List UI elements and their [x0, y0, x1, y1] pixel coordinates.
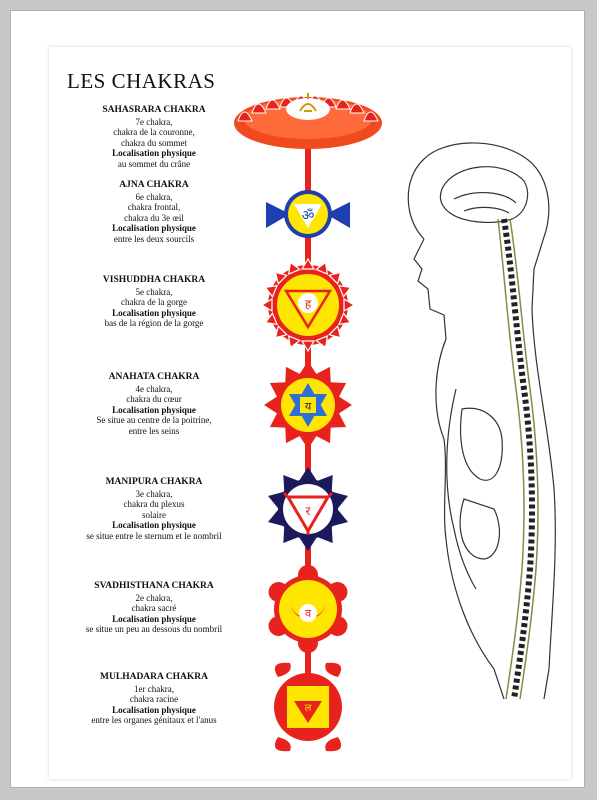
chakra-info-line: 7e chakra, [135, 116, 173, 127]
chakra-description-mulhadara: MULHADARA CHAKRA 1er chakra, chakra raci… [49, 672, 259, 726]
chakra-info-line: chakra de la gorge [120, 297, 188, 307]
location-text: entre les organes génitaux et l'anus [91, 715, 217, 725]
chakra-info-line: chakra du cœur [126, 394, 182, 404]
location-label: Localisation physique [112, 520, 196, 530]
chakra-info-line: chakra frontal, [127, 202, 181, 212]
chakra-name: SVADHISTHANA CHAKRA [94, 581, 214, 591]
triangle-lotus-icon: र [268, 467, 348, 551]
chakra-info-line: chakra sacré [131, 603, 177, 613]
chakra-info-line: chakra de la couronne, [113, 127, 195, 137]
svg-text:ल: ल [305, 703, 312, 714]
location-label: Localisation physique [112, 307, 196, 318]
brain-outline [439, 166, 529, 223]
image-frame: LES CHAKRAS SAHASRARA CHAKRA 7e chakra, … [10, 10, 585, 788]
hexagram-lotus-icon: य [264, 361, 352, 449]
chakra-info-line: 5e chakra, [135, 286, 173, 297]
chakra-info-line: 2e chakra, [135, 592, 173, 603]
page-title: LES CHAKRAS [67, 69, 216, 93]
arm-outline [446, 388, 477, 590]
face-profile [413, 238, 447, 340]
svg-text:ह: ह [305, 297, 312, 311]
human-body-profile-diagram [407, 142, 556, 700]
chakra-description-sahasrara: SAHASRARA CHAKRA 7e chakra, chakra de la… [49, 105, 259, 169]
chakra-poster: LES CHAKRAS SAHASRARA CHAKRA 7e chakra, … [49, 47, 571, 779]
chakra-name: ANAHATA CHAKRA [108, 372, 200, 382]
svg-text:व: व [305, 607, 312, 620]
location-text: se situe entre le sternum et le nombril [86, 530, 222, 541]
chakra-description-anahata: ANAHATA CHAKRA 4e chakra, chakra du cœur… [49, 372, 259, 436]
chakra-info-line: 4e chakra, [135, 383, 173, 394]
back-outline [531, 308, 556, 700]
head-outline [407, 142, 550, 310]
spinal-column [497, 218, 539, 700]
location-label: Localisation physique [112, 613, 196, 624]
chakra-description-vishuddha: VISHUDDHA CHAKRA 5e chakra, chakra de la… [49, 275, 259, 329]
organ-outline [460, 407, 503, 481]
chakra-name: MANIPURA CHAKRA [105, 477, 203, 487]
chakra-info-line: 1er chakra, [134, 683, 174, 694]
chakra-name: AJNA CHAKRA [119, 180, 189, 190]
chakra-name: SAHASRARA CHAKRA [102, 105, 206, 115]
chakra-info-line: solaire [142, 509, 166, 520]
chakra-info-line: chakra du plexus [123, 499, 185, 509]
chakra-column-diagram: ॐ ह [234, 93, 382, 752]
chakra-description-manipura: MANIPURA CHAKRA 3e chakra, chakra du ple… [49, 477, 259, 541]
chakra-info-line: 6e chakra, [135, 191, 173, 202]
location-label: Localisation physique [112, 404, 196, 415]
location-text: entre les seins [128, 425, 180, 436]
front-torso-outline [435, 338, 505, 700]
location-text: entre les deux sourcils [113, 233, 195, 244]
location-text: au sommet du crâne [117, 158, 191, 169]
location-text: se situe un peu au dessous du nombril [85, 624, 223, 634]
chakra-info-line: 3e chakra, [135, 488, 173, 499]
lotus-crown-icon [234, 93, 382, 149]
location-label: Localisation physique [112, 148, 196, 158]
crescent-lotus-icon: व [268, 565, 348, 653]
square-lotus-icon: ल [274, 662, 342, 752]
location-text: Se situe au centre de la poitrine, [96, 415, 212, 425]
chakra-info-line: chakra du 3e œil [124, 212, 184, 223]
om-symbol-icon: ॐ [266, 190, 350, 238]
chakra-name: MULHADARA CHAKRA [100, 672, 208, 682]
chakra-info-line: chakra racine [129, 694, 179, 704]
chakra-description-ajna: AJNA CHAKRA 6e chakra, chakra frontal, c… [49, 180, 259, 244]
chakra-name: VISHUDDHA CHAKRA [102, 275, 206, 285]
svg-text:य: य [305, 400, 312, 413]
location-text: bas de la région de la gorge [104, 318, 204, 328]
location-label: Localisation physique [112, 223, 196, 233]
chakra-description-svadhisthana: SVADHISTHANA CHAKRA 2e chakra, chakra sa… [49, 581, 259, 635]
throat-lotus-icon: ह [260, 257, 356, 353]
svg-text:ॐ: ॐ [302, 208, 315, 224]
chakra-info-line: chakra du sommet [121, 137, 187, 148]
svg-text:र: र [306, 504, 312, 518]
organ-outline [459, 498, 501, 560]
location-label: Localisation physique [112, 704, 196, 715]
